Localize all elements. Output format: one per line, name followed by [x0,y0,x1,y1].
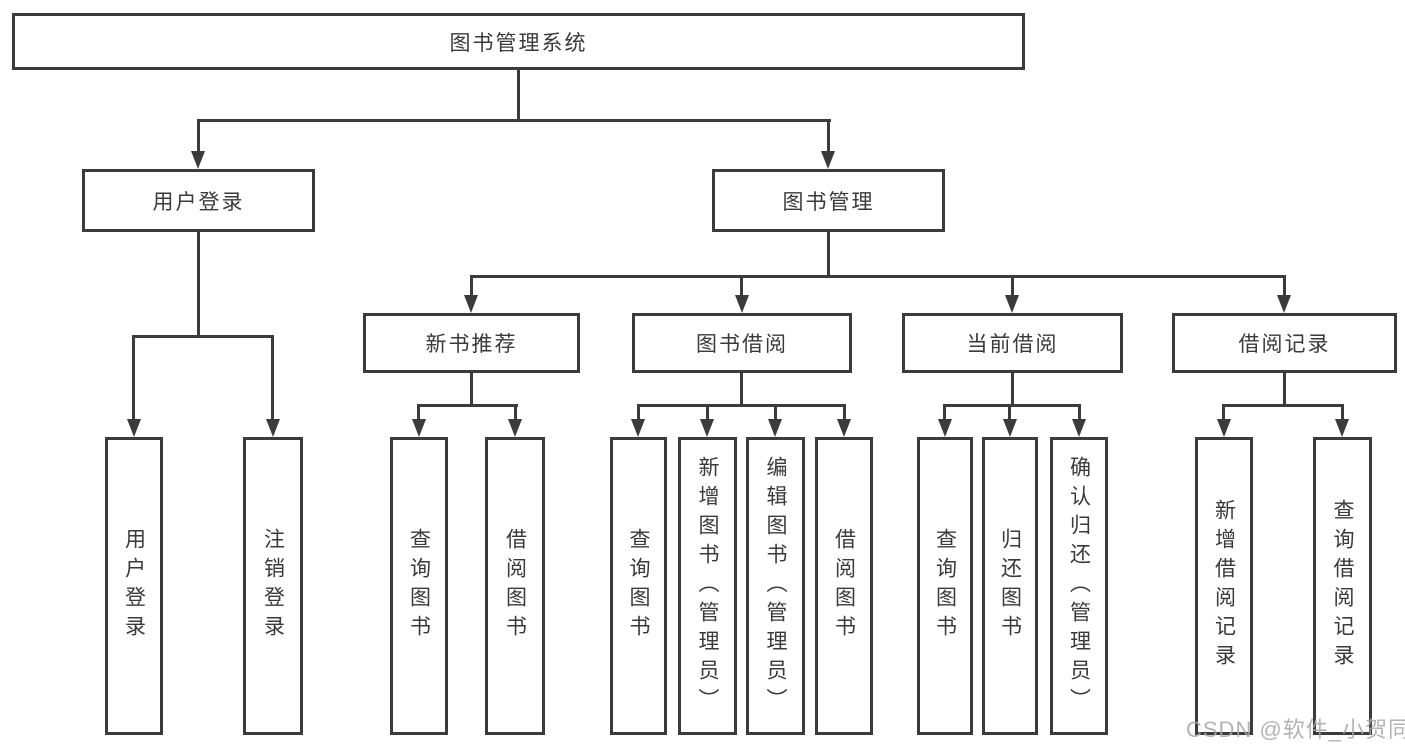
connector-vline [1078,404,1081,420]
arrow-down-icon [508,419,522,437]
connector-vline [1011,373,1014,406]
connector-hline [637,404,846,407]
arrow-down-icon [700,419,714,437]
arrow-down-icon [1005,295,1019,313]
connector-vline [132,335,135,420]
leaf-borrow-books: 借阅图书 [815,437,873,735]
arrow-down-icon [735,295,749,313]
leaf-user-login: 用户登录 [105,437,163,735]
leaf-return-books: 归还图书 [982,437,1038,735]
connector-vline [740,275,743,296]
node-label: 新增借阅记录 [1212,499,1236,673]
arrow-down-icon [768,419,782,437]
leaf-logout-login: 注销登录 [243,437,303,735]
connector-vline [827,119,830,152]
connector-vline [517,70,520,119]
connector-vline [1008,404,1011,420]
arrow-down-icon [1217,419,1231,437]
connector-hline [417,404,518,407]
leaf-confirm-return-admin: 确认归还（管理员） [1050,437,1108,735]
arrow-down-icon [1072,419,1086,437]
node-label: 当前借阅 [966,333,1059,356]
arrow-down-icon [837,419,851,437]
arrow-down-icon [412,419,426,437]
connector-vline [827,232,830,276]
connector-vline [637,404,640,420]
arrow-down-icon [938,419,952,437]
node-label: 注销登录 [261,528,285,644]
node-new-book-recommend: 新书推荐 [363,313,580,373]
node-label: 借阅记录 [1238,333,1331,356]
connector-vline [197,232,200,336]
connector-vline [1011,275,1014,296]
connector-vline [740,373,743,406]
connector-vline [1341,404,1344,420]
leaf-add-books-admin: 新增图书（管理员） [678,437,737,735]
leaf-edit-books-admin: 编辑图书（管理员） [746,437,805,735]
node-label: 新增图书（管理员） [696,455,720,717]
leaf-query-books-borrowing: 查询图书 [610,437,667,735]
node-label: 确认归还（管理员） [1067,455,1091,717]
watermark-text: CSDN @软件_小贺同学 [1186,717,1405,742]
node-label: 图书管理 [782,190,875,214]
connector-vline [271,335,274,420]
connector-vline [470,373,473,406]
connector-vline [943,404,946,420]
connector-hline [943,404,1081,407]
connector-vline [774,404,777,420]
node-label: 查询图书 [933,528,957,644]
leaf-query-borrow-record: 查询借阅记录 [1313,437,1372,735]
arrow-down-icon [1277,295,1291,313]
node-label: 查询借阅记录 [1331,499,1355,673]
connector-vline [1283,373,1286,406]
node-label: 图书管理系统 [449,31,588,55]
connector-vline [706,404,709,420]
arrow-down-icon [1003,419,1017,437]
node-user-login: 用户登录 [82,169,315,232]
node-book-management: 图书管理 [712,169,945,232]
connector-vline [1283,275,1286,296]
connector-hline [197,119,831,122]
arrow-down-icon [191,151,205,169]
arrow-down-icon [127,419,141,437]
node-library-system: 图书管理系统 [12,13,1025,70]
node-label: 查询图书 [407,528,431,644]
node-label: 归还图书 [998,528,1022,644]
arrow-down-icon [631,419,645,437]
node-label: 查询图书 [627,528,651,644]
node-label: 新书推荐 [425,333,518,356]
connector-vline [1222,404,1225,420]
node-label: 借阅图书 [503,528,527,644]
connector-vline [514,404,517,420]
arrow-down-icon [266,419,280,437]
node-book-borrowing: 图书借阅 [632,313,852,373]
node-label: 编辑图书（管理员） [764,455,788,717]
node-label: 图书借阅 [696,333,788,356]
leaf-query-books-recommend: 查询图书 [390,437,448,735]
node-current-borrowing: 当前借阅 [902,313,1123,373]
connector-hline [1222,404,1344,407]
connector-vline [843,404,846,420]
connector-hline [132,335,274,338]
leaf-borrow-books-recommend: 借阅图书 [485,437,545,735]
connector-vline [470,275,473,296]
arrow-down-icon [464,295,478,313]
node-borrow-records: 借阅记录 [1172,313,1397,373]
connector-hline [470,275,1286,278]
node-label: 借阅图书 [832,528,856,644]
arrow-down-icon [821,151,835,169]
leaf-query-books-current: 查询图书 [917,437,973,735]
connector-vline [197,119,200,152]
leaf-add-borrow-record: 新增借阅记录 [1195,437,1253,735]
node-label: 用户登录 [122,528,146,644]
arrow-down-icon [1335,419,1349,437]
connector-vline [417,404,420,420]
node-label: 用户登录 [152,190,245,214]
